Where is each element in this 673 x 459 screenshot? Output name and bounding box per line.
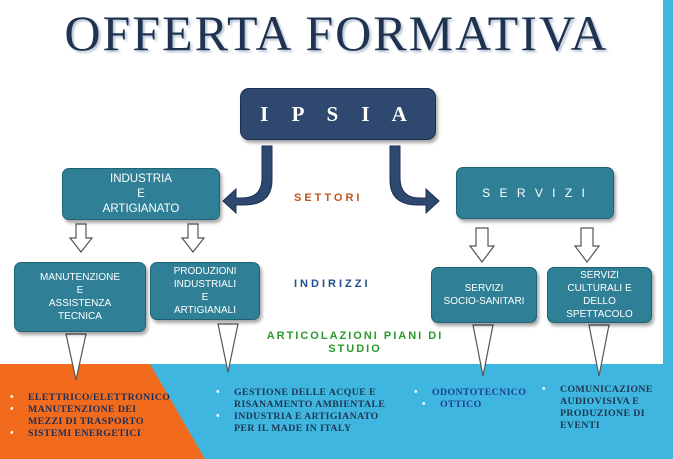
articolazioni-list-produzioni: • GESTIONE DELLE ACQUE E RISANAMENTO AMBI…	[216, 387, 385, 435]
indirizzo-line: ASSISTENZA	[48, 298, 112, 309]
list-item-text: PRODUZIONE DI	[560, 408, 645, 419]
list-item-text: MEZZI DI TRASPORTO	[28, 416, 144, 427]
articolazioni-label-line: ARTICOLAZIONI PIANI DI	[266, 330, 444, 342]
list-item: PER IL MADE IN ITALY	[234, 423, 385, 435]
sector-servizi-label: S E R V I Z I	[482, 186, 588, 200]
list-item: MEZZI DI TRASPORTO	[28, 416, 170, 428]
indirizzo-line: E	[76, 285, 84, 296]
arrow-down-culturali	[573, 227, 601, 263]
list-item-text: EVENTI	[560, 420, 600, 431]
arrow-to-servizi	[389, 145, 440, 215]
indirizzo-line: SOCIO-SANITARI	[443, 296, 525, 307]
list-item: EVENTI	[560, 420, 653, 432]
indirizzo-line: SERVIZI	[580, 270, 619, 281]
indirizzo-sociosanitari-box: SERVIZI SOCIO-SANITARI	[431, 267, 537, 323]
indirizzo-line: E	[201, 292, 209, 303]
pointer-produzioni	[217, 323, 239, 373]
indirizzo-line: MANUTENZIONE	[40, 272, 120, 283]
indirizzo-line: SPETTACOLO	[566, 309, 633, 320]
pointer-sociosanitari	[472, 324, 494, 377]
pointer-culturali	[588, 324, 610, 377]
list-item-text: ELETTRICO/ELETTRONICO	[28, 392, 171, 403]
ipsia-label: I P S I A	[260, 101, 416, 126]
articolazioni-list-sociosanitari: • ODONTOTECNICO • OTTICO	[414, 387, 527, 411]
list-item: • COMUNICAZIONE	[542, 384, 653, 396]
articolazioni-list-culturali: • COMUNICAZIONE AUDIOVISIVA E PRODUZIONE …	[542, 384, 653, 432]
right-edge-decoration	[663, 0, 673, 459]
indirizzo-line: ARTIGIANALI	[173, 305, 237, 316]
list-item: • GESTIONE DELLE ACQUE E	[216, 387, 385, 399]
arrow-down-produzioni	[180, 223, 206, 253]
bullet-icon: •	[414, 387, 418, 398]
list-item: • OTTICO	[422, 399, 526, 411]
list-item: • ODONTOTECNICO	[414, 387, 527, 399]
list-item: RISANAMENTO AMBIENTALE	[234, 399, 385, 411]
articolazioni-label-line: STUDIO	[328, 343, 382, 355]
indirizzo-line: SERVIZI	[464, 283, 504, 294]
indirizzo-manutenzione-box: MANUTENZIONE E ASSISTENZA TECNICA	[14, 262, 146, 332]
list-item-text: INDUSTRIA E ARTIGIANATO	[234, 411, 379, 422]
sector-industria-line: ARTIGIANATO	[102, 202, 180, 215]
list-item-text: ODONTOTECNICO	[432, 387, 527, 398]
ipsia-box: I P S I A	[240, 88, 436, 140]
articolazioni-list-manutenzione: • ELETTRICO/ELETTRONICO • MANUTENZIONE DEI…	[10, 392, 171, 440]
pointer-manutenzione	[65, 333, 87, 381]
orange-band-shape	[0, 364, 205, 459]
list-item-text: MANUTENZIONE DEI	[28, 404, 137, 415]
list-item-text: RISANAMENTO AMBIENTALE	[234, 399, 386, 410]
articolazioni-label: ARTICOLAZIONI PIANI DI STUDIO	[240, 330, 470, 356]
list-item: • SISTEMI ENERGETICI	[10, 428, 170, 440]
bullet-icon: •	[422, 399, 426, 410]
indirizzo-produzioni-box: PRODUZIONI INDUSTRIALI E ARTIGIANALI	[150, 262, 260, 320]
list-item-text: SISTEMI ENERGETICI	[28, 428, 142, 439]
list-item-text: AUDIOVISIVA E	[560, 396, 640, 407]
sector-industria-line: INDUSTRIA	[110, 172, 172, 185]
bullet-icon: •	[216, 411, 220, 422]
list-item-text: COMUNICAZIONE	[560, 384, 653, 395]
sector-industria-box: INDUSTRIA E ARTIGIANATO	[62, 168, 220, 220]
arrow-down-sociosanitari	[468, 227, 496, 263]
sector-servizi-box: S E R V I Z I	[456, 167, 614, 219]
bullet-icon: •	[10, 404, 14, 415]
bullet-icon: •	[10, 392, 14, 403]
settori-label: SETTORI	[294, 192, 363, 204]
list-item: • INDUSTRIA E ARTIGIANATO	[216, 411, 385, 423]
indirizzo-line: DELLO	[583, 296, 616, 307]
list-item: PRODUZIONE DI	[560, 408, 653, 420]
bullet-icon: •	[216, 387, 220, 398]
indirizzo-line: PRODUZIONI	[173, 266, 237, 277]
sector-industria-line: E	[137, 187, 145, 200]
list-item-text: GESTIONE DELLE ACQUE E	[234, 387, 376, 398]
list-item: • ELETTRICO/ELETTRONICO	[10, 392, 171, 404]
bullet-icon: •	[10, 428, 14, 439]
list-item: • MANUTENZIONE DEI	[10, 404, 170, 416]
indirizzi-label: INDIRIZZI	[294, 278, 371, 290]
indirizzo-line: INDUSTRIALI	[173, 279, 237, 290]
indirizzo-line: TECNICA	[58, 311, 102, 322]
arrow-down-manutenzione	[68, 223, 94, 253]
bullet-icon: •	[542, 384, 546, 395]
arrow-to-industria	[222, 145, 273, 215]
page-title: OFFERTA FORMATIVA	[64, 5, 609, 61]
list-item-text: PER IL MADE IN ITALY	[234, 423, 352, 434]
list-item: AUDIOVISIVA E	[560, 396, 653, 408]
list-item-text: OTTICO	[440, 399, 482, 410]
indirizzo-culturali-box: SERVIZI CULTURALI E DELLO SPETTACOLO	[547, 267, 652, 323]
indirizzo-line: CULTURALI E	[567, 283, 632, 294]
